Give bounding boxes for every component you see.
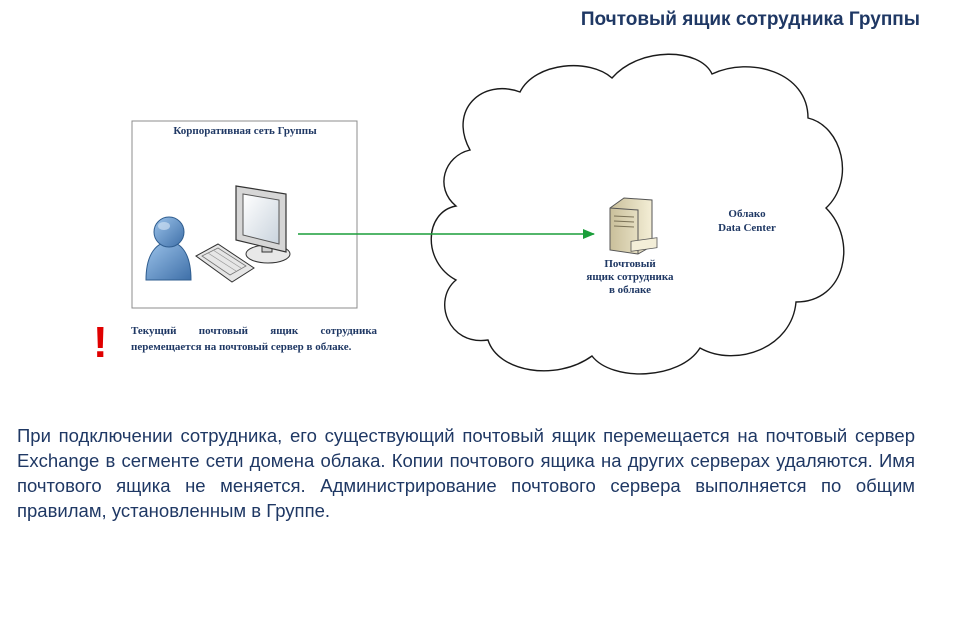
- cloud-label: Облако Data Center: [690, 207, 804, 235]
- server-label-line2: ящик сотрудника: [586, 271, 674, 283]
- corporate-network-label: Корпоративная сеть Группы: [173, 125, 317, 137]
- keyboard-icon: [195, 243, 255, 283]
- server-label-line3: в облаке: [608, 284, 652, 296]
- cloud-label-line1: Облако: [728, 208, 766, 220]
- server-label: Почтовый ящик сотрудника в облаке: [560, 258, 700, 297]
- description-paragraph: При подключении сотрудника, его существу…: [17, 425, 915, 521]
- user-icon: [145, 216, 192, 281]
- monitor-icon: [235, 185, 291, 264]
- warning-text: Текущий почтовый ящик сотрудника перемещ…: [131, 325, 377, 353]
- cloud-label-line2: Data Center: [718, 222, 776, 234]
- server-icon: [609, 197, 658, 255]
- server-label-line1: Почтовый: [604, 258, 656, 270]
- page-title: Почтовый ящик сотрудника Группы: [580, 9, 920, 30]
- warning-icon: !: [93, 318, 108, 367]
